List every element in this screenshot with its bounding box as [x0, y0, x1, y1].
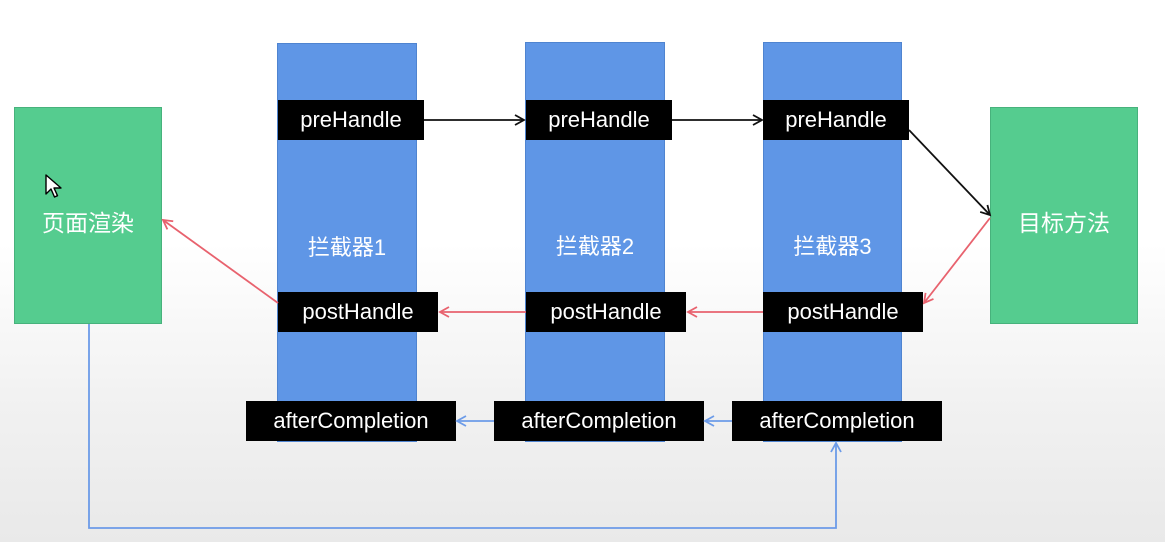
interceptor-3-label: 拦截器3 [793, 234, 872, 259]
page-render-label: 页面渲染 [42, 210, 134, 236]
target-method-box: 目标方法 [990, 107, 1138, 324]
interceptor-3-prehandle: preHandle [763, 100, 909, 140]
arrow-target-to-post-3 [922, 217, 991, 305]
interceptor-1-prehandle: preHandle [278, 100, 424, 140]
target-method-label: 目标方法 [1018, 210, 1110, 236]
arrow-post-1-to-render [161, 218, 279, 304]
arrow-pre-3-to-target [908, 129, 992, 217]
interceptor-2-aftercompletion: afterCompletion [494, 401, 704, 441]
interceptor-2-posthandle: postHandle [526, 292, 686, 332]
interceptor-1-posthandle: postHandle [278, 292, 438, 332]
interceptor-2-prehandle: preHandle [526, 100, 672, 140]
page-render-box: 页面渲染 [14, 107, 162, 324]
interceptor-1-label: 拦截器1 [307, 235, 387, 260]
mouse-cursor-icon [45, 174, 62, 198]
arrow-render-to-after-3 [88, 324, 842, 529]
interceptor-3-aftercompletion: afterCompletion [732, 401, 942, 441]
interceptor-2-label: 拦截器2 [555, 234, 635, 259]
interceptor-1-aftercompletion: afterCompletion [246, 401, 456, 441]
interceptor-3-posthandle: postHandle [763, 292, 923, 332]
